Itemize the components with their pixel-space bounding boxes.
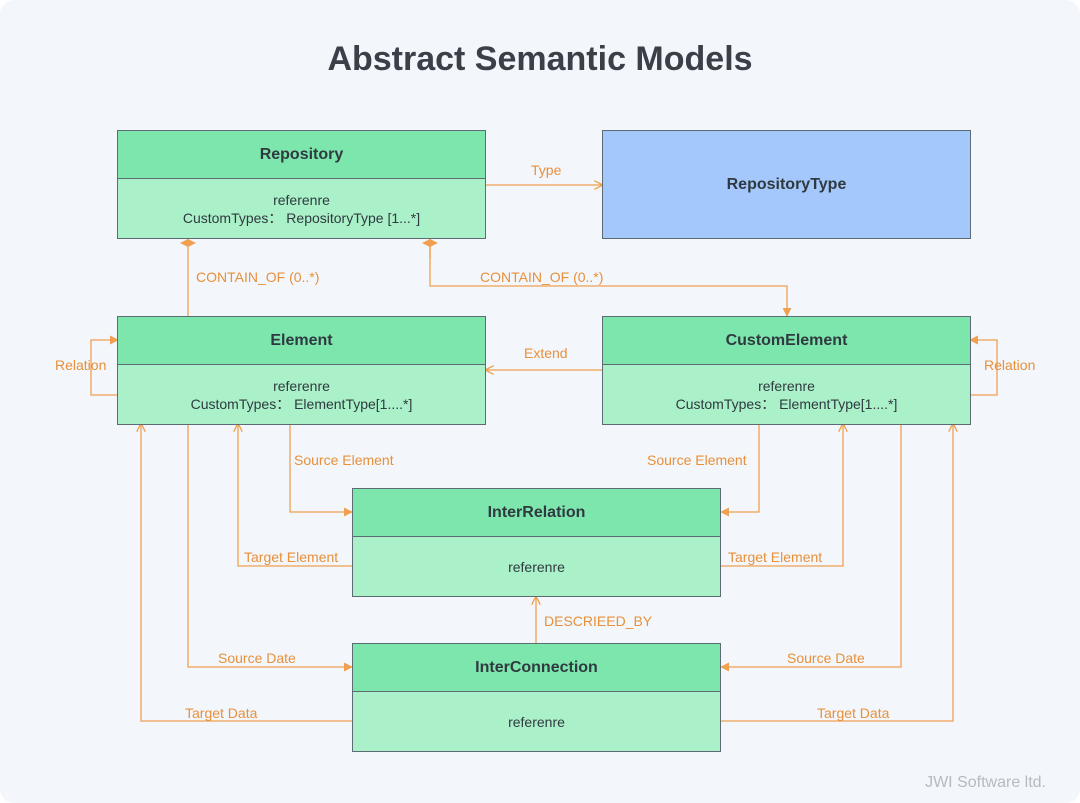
relation-right-connector xyxy=(969,335,998,396)
source-element-left-connector xyxy=(289,424,353,517)
descried-by-label: DESCRIEED_BY xyxy=(544,613,653,629)
custom-element-node-attr-reference: referenre xyxy=(758,377,815,394)
inter-connection-node-attr-reference: referenre xyxy=(508,713,565,730)
repository-type-node-title: RepositoryType xyxy=(726,175,847,193)
repository-type-node[interactable]: RepositoryType xyxy=(602,130,971,239)
relation-left-connector xyxy=(90,335,119,396)
inter-relation-node-attr-reference: referenre xyxy=(508,558,565,575)
source-date-right-connector xyxy=(720,424,902,672)
inter-relation-node[interactable]: InterRelation referenre xyxy=(352,488,721,597)
repository-node-title: Repository xyxy=(118,131,485,179)
extend-label: Extend xyxy=(524,345,568,361)
target-data-left-label: Target Data xyxy=(185,705,258,721)
source-date-right-label: Source Date xyxy=(787,650,865,666)
contain-custom-connector xyxy=(429,239,792,317)
contain-custom-label: CONTAIN_OF (0..*) xyxy=(480,269,604,285)
relation-left-label: Relation xyxy=(55,357,107,373)
source-element-right-connector xyxy=(720,424,760,517)
target-data-right-label: Target Data xyxy=(817,705,890,721)
custom-element-node-attr-customtypes: CustomTypes： ElementType[1....*] xyxy=(675,395,898,412)
source-element-left-label: Source Element xyxy=(294,452,394,468)
brand-watermark: JWI Software ltd. xyxy=(925,774,1046,791)
custom-element-node-title: CustomElement xyxy=(603,317,970,365)
target-element-right-connector xyxy=(721,424,843,567)
target-data-left-connector xyxy=(141,424,352,722)
inter-connection-node-title: InterConnection xyxy=(353,644,720,692)
inter-relation-node-title: InterRelation xyxy=(353,489,720,537)
custom-element-node[interactable]: CustomElement referenre CustomTypes： Ele… xyxy=(602,316,971,425)
target-element-left-connector xyxy=(238,424,352,567)
diagram-title: Abstract Semantic Models xyxy=(327,40,753,78)
repository-node[interactable]: Repository referenre CustomTypes： Reposi… xyxy=(117,130,486,239)
element-node-attr-reference: referenre xyxy=(273,377,330,394)
repository-node-attr-customtypes: CustomTypes： RepositoryType [1...*] xyxy=(182,209,421,226)
target-element-right-label: Target Element xyxy=(728,549,823,565)
source-date-left-label: Source Date xyxy=(218,650,296,666)
relation-right-label: Relation xyxy=(984,357,1036,373)
type-label: Type xyxy=(531,162,562,178)
repository-node-attr-reference: referenre xyxy=(273,191,330,208)
inter-connection-node[interactable]: InterConnection referenre xyxy=(352,643,721,752)
element-node[interactable]: Element referenre CustomTypes： ElementTy… xyxy=(117,316,486,425)
target-data-right-connector xyxy=(721,424,953,722)
target-element-left-label: Target Element xyxy=(244,549,339,565)
contain-element-label: CONTAIN_OF (0..*) xyxy=(196,269,320,285)
element-node-attr-customtypes: CustomTypes： ElementType[1....*] xyxy=(190,395,413,412)
source-date-left-connector xyxy=(187,424,353,672)
element-node-title: Element xyxy=(118,317,485,365)
source-element-right-label: Source Element xyxy=(647,452,747,468)
